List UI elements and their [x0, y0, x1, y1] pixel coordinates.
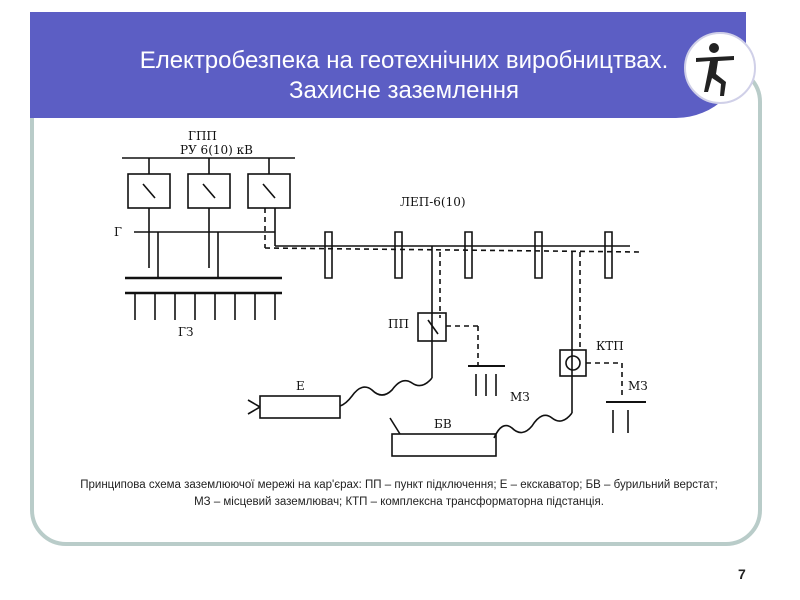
- pp-switch-box: [417, 312, 447, 342]
- label-bv: БВ: [434, 417, 452, 431]
- slide-title-line1: Електробезпека на геотехнічних виробницт…: [139, 47, 669, 74]
- title-bar: Електробезпека на геотехнічних виробницт…: [30, 12, 746, 118]
- label-ktp: КТП: [596, 339, 624, 353]
- cable-pp-to-e: [339, 377, 433, 407]
- label-gpp: ГПП: [188, 129, 217, 143]
- label-e: Е: [296, 379, 305, 393]
- scheme-svg: ГПП РУ 6(10) кВ Г ГЗ ЛЕП-6(10) ПП КТП МЗ…: [114, 129, 648, 457]
- ktp-box: [559, 349, 587, 377]
- label-lep: ЛЕП-6(10): [400, 195, 466, 209]
- ground-wire-dashed: [264, 247, 641, 253]
- label-mz2: МЗ: [628, 379, 648, 393]
- diagram-caption: Принципова схема заземлюючої мережі на к…: [80, 479, 718, 508]
- excavator-box: [259, 395, 341, 419]
- grounding-scheme-diagram: ГПП РУ 6(10) кВ Г ГЗ ЛЕП-6(10) ПП КТП МЗ…: [110, 128, 670, 468]
- label-gz: ГЗ: [178, 325, 193, 339]
- label-g: Г: [114, 225, 122, 239]
- fitness-figure-icon: [696, 43, 734, 96]
- label-mz1: МЗ: [510, 390, 530, 404]
- slide-title: Електробезпека на геотехнічних виробницт…: [74, 46, 734, 106]
- page-number: 7: [738, 566, 746, 582]
- logo: [684, 32, 756, 104]
- drill-rig-box: [391, 433, 497, 457]
- slide-title-line2: Захисне заземлення: [288, 77, 520, 104]
- power-poles: [324, 231, 613, 279]
- label-ru: РУ 6(10) кВ: [180, 143, 253, 157]
- content-frame: [30, 66, 762, 546]
- label-pp: ПП: [388, 317, 409, 331]
- cable-ktp-to-bv: [493, 412, 573, 439]
